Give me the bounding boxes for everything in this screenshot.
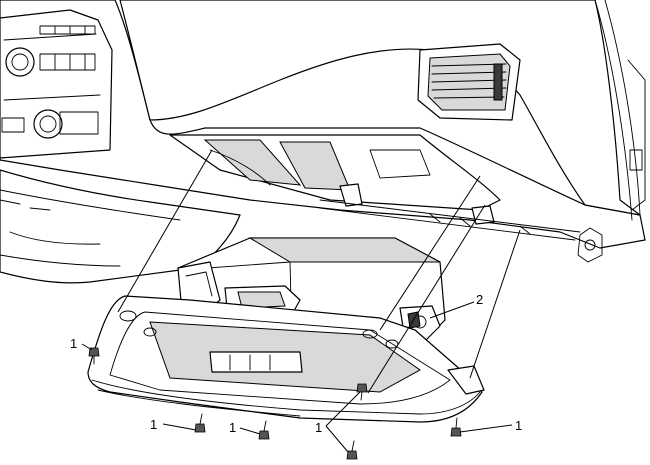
callout-1-bottom-right: 1 bbox=[515, 418, 522, 433]
leader-lines bbox=[81, 301, 513, 453]
alignment-lines bbox=[117, 149, 521, 394]
screw-icon bbox=[258, 420, 270, 440]
radio-head-unit bbox=[0, 9, 113, 159]
callout-labels: 1 1 1 1 1 2 bbox=[70, 292, 522, 435]
lower-trim-panel bbox=[0, 169, 241, 284]
screw-icon bbox=[194, 413, 206, 433]
screw-icon bbox=[346, 440, 358, 460]
glove-box-opening bbox=[169, 134, 581, 241]
air-vent bbox=[417, 43, 521, 121]
callout-1-left: 1 bbox=[70, 336, 77, 351]
glove-box-door bbox=[87, 295, 485, 423]
callout-1-bottom-mid: 1 bbox=[315, 420, 322, 435]
screw-fasteners bbox=[88, 347, 462, 460]
callout-1-bottom-left: 1 bbox=[150, 417, 157, 432]
callout-1-bottom-center: 1 bbox=[229, 420, 236, 435]
screw-icon bbox=[450, 417, 462, 437]
callout-2-damper: 2 bbox=[476, 292, 483, 307]
screw-icon bbox=[356, 383, 368, 401]
